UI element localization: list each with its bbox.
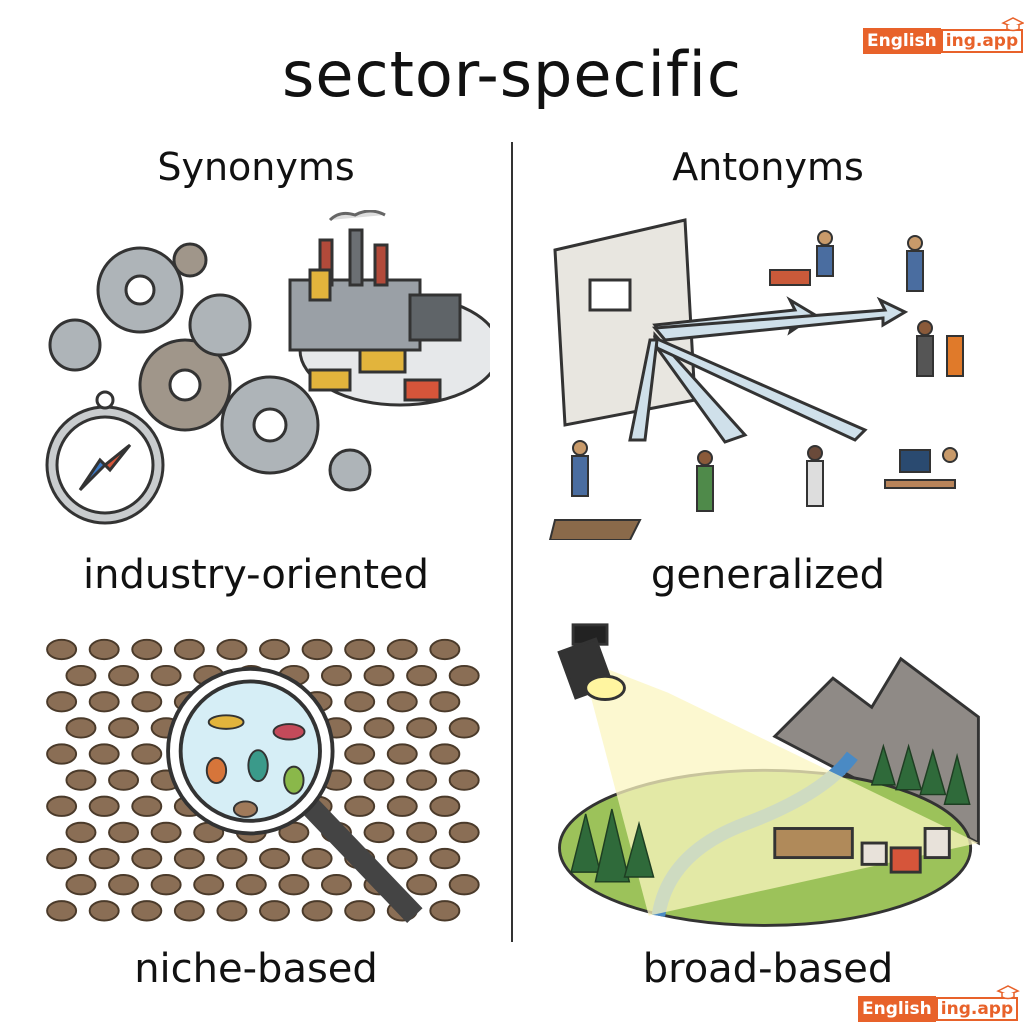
pebble [344, 900, 376, 922]
pebble [216, 900, 248, 922]
pebble [406, 821, 438, 844]
synonyms-heading: Synonyms [157, 145, 355, 189]
pebble [278, 874, 310, 896]
pebble [88, 847, 120, 870]
pebble [429, 847, 461, 870]
pebble [46, 795, 78, 817]
pebble [46, 743, 78, 765]
pebble [320, 665, 352, 687]
pebble [320, 874, 352, 896]
pebble [448, 665, 480, 687]
pebble [88, 900, 120, 922]
pebble [344, 638, 376, 661]
pebble [301, 638, 333, 661]
pebble [65, 769, 97, 791]
pebble [386, 847, 418, 870]
pebble [108, 717, 140, 739]
pebble [173, 900, 205, 922]
pebble [363, 717, 395, 739]
pebble [344, 691, 376, 713]
pebble [88, 795, 120, 817]
pebble [448, 769, 480, 791]
pebble [363, 769, 395, 791]
pebble [216, 847, 248, 870]
pebble [46, 847, 78, 870]
pebble [259, 638, 291, 661]
pebble [386, 795, 418, 817]
pebble [301, 847, 333, 870]
pebble [448, 821, 480, 844]
pebble [429, 638, 461, 661]
pebble [173, 847, 205, 870]
pebble [386, 743, 418, 765]
pebble [386, 691, 418, 713]
synonym-label-industry-oriented: industry-oriented [83, 552, 429, 598]
logo-part2: ing.app [940, 999, 1014, 1019]
page-title: sector-specific [282, 38, 742, 111]
pebble [259, 900, 291, 922]
pebble [235, 874, 267, 896]
pebble [406, 874, 438, 896]
antonym-label-broad-based: broad-based [642, 946, 894, 992]
pebble [65, 821, 97, 844]
pebble [150, 665, 182, 687]
pebble [108, 821, 140, 844]
antonym-label-generalized: generalized [650, 552, 886, 598]
pebble [150, 874, 182, 896]
pebble [131, 691, 163, 713]
pebble [429, 743, 461, 765]
pebble [46, 900, 78, 922]
pebble [386, 638, 418, 661]
pebble [46, 638, 78, 661]
pebble [406, 717, 438, 739]
pebble [88, 691, 120, 713]
book-arrows-workers-illustration [548, 218, 964, 540]
pebble [65, 717, 97, 739]
pebble [259, 847, 291, 870]
pebble [406, 665, 438, 687]
pebble [344, 795, 376, 817]
gears-factory-compass-illustration [45, 210, 490, 525]
graduation-cap-icon [1001, 17, 1024, 32]
pebble [108, 769, 140, 791]
divider [511, 142, 513, 942]
pebble [216, 638, 248, 661]
logo-part1: English [858, 996, 936, 1022]
pebble [46, 691, 78, 713]
pebble [429, 795, 461, 817]
pebble [131, 847, 163, 870]
pebble [363, 821, 395, 844]
pebble [131, 795, 163, 817]
pebble [65, 665, 97, 687]
logo-part1: English [863, 28, 941, 54]
pebble [193, 874, 225, 896]
pebble [65, 874, 97, 896]
pebble [88, 743, 120, 765]
pebble [363, 665, 395, 687]
pebble [448, 874, 480, 896]
pebble [150, 821, 182, 844]
pebble [448, 717, 480, 739]
graduation-cap-icon [996, 985, 1020, 1000]
pebble [173, 638, 205, 661]
pebble [131, 900, 163, 922]
synonym-label-niche-based: niche-based [134, 946, 378, 992]
spotlight-landscape-illustration [557, 623, 980, 927]
pebble [429, 691, 461, 713]
pebble [131, 638, 163, 661]
antonyms-heading: Antonyms [672, 145, 864, 189]
pebble [108, 874, 140, 896]
pebble [131, 743, 163, 765]
pebble [88, 638, 120, 661]
magnifier-over-pebbles-illustration [46, 638, 480, 924]
pebble [344, 743, 376, 765]
pebble [406, 769, 438, 791]
logo-part2: ing.app [945, 31, 1019, 51]
pebble [301, 900, 333, 922]
pebble [429, 900, 461, 922]
pebble [108, 665, 140, 687]
